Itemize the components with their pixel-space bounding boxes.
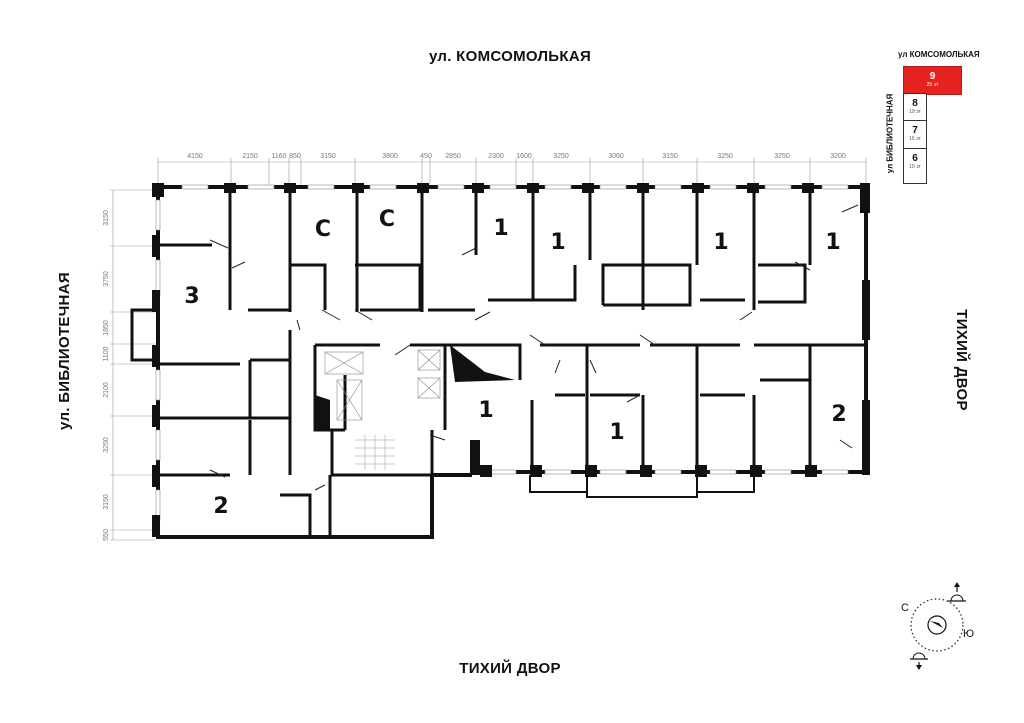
svg-text:1850: 1850 bbox=[103, 320, 110, 336]
room-label: 3 bbox=[184, 284, 199, 309]
svg-text:3150: 3150 bbox=[662, 153, 678, 160]
elevator-shafts bbox=[324, 349, 441, 421]
room-label: 2 bbox=[213, 494, 228, 519]
left-dimension-line bbox=[110, 189, 155, 541]
room-label: 1 bbox=[550, 230, 565, 255]
interior-walls bbox=[158, 187, 866, 537]
core-shaft bbox=[450, 345, 515, 382]
room-labels: 3 С С 1 1 1 1 2 1 1 2 bbox=[184, 207, 846, 519]
svg-text:1100: 1100 bbox=[103, 346, 110, 361]
svg-text:2100: 2100 bbox=[103, 382, 110, 398]
room-label: 1 bbox=[825, 230, 840, 255]
svg-text:4150: 4150 bbox=[187, 153, 203, 160]
windows-bottom bbox=[489, 469, 849, 475]
street-label-top: ул. КОМСОМОЛЬКАЯ bbox=[428, 48, 592, 65]
compass-icon bbox=[910, 582, 966, 670]
section-6[interactable]: 6 10 эт bbox=[903, 148, 927, 184]
staircase bbox=[355, 435, 395, 470]
top-dimension-labels: 4150 2150 1160 850 3150 3800 450 2850 23… bbox=[187, 153, 846, 160]
svg-text:850: 850 bbox=[289, 153, 301, 160]
bay-window bbox=[130, 308, 158, 362]
section-7[interactable]: 7 16 эт bbox=[903, 120, 927, 150]
svg-text:3150: 3150 bbox=[320, 153, 336, 160]
top-dimension-line bbox=[157, 158, 867, 185]
core-block-left bbox=[315, 395, 330, 430]
room-label: 1 bbox=[713, 230, 728, 255]
svg-text:3800: 3800 bbox=[382, 153, 398, 160]
balconies bbox=[529, 475, 755, 498]
key-street-top: ул КОМСОМОЛЬКАЯ bbox=[898, 50, 980, 59]
key-plan: ул КОМСОМОЛЬКАЯ ул БИБЛИОТЕЧНАЯ 9 25 эт … bbox=[870, 44, 1000, 194]
compass-south-label: Ю bbox=[963, 628, 975, 640]
svg-text:3250: 3250 bbox=[774, 153, 790, 160]
svg-text:3150: 3150 bbox=[103, 210, 110, 226]
room-label: С bbox=[379, 207, 395, 232]
windows-top bbox=[181, 184, 849, 190]
room-label: С bbox=[315, 217, 331, 242]
section-9[interactable]: 9 25 эт bbox=[903, 66, 962, 95]
svg-text:2850: 2850 bbox=[445, 153, 461, 160]
svg-text:450: 450 bbox=[420, 153, 432, 160]
svg-text:1600: 1600 bbox=[516, 153, 532, 160]
svg-text:550: 550 bbox=[103, 529, 110, 541]
street-label-bottom: ТИХИЙ ДВОР bbox=[459, 660, 561, 677]
key-street-left: ул БИБЛИОТЕЧНАЯ bbox=[885, 93, 895, 174]
svg-text:3150: 3150 bbox=[103, 494, 110, 510]
room-label: 1 bbox=[493, 216, 508, 241]
svg-text:3250: 3250 bbox=[103, 437, 110, 453]
svg-text:2150: 2150 bbox=[242, 153, 258, 160]
svg-text:3060: 3060 bbox=[608, 153, 624, 160]
door-swings bbox=[209, 204, 859, 491]
room-label: 1 bbox=[478, 398, 493, 423]
svg-text:1160: 1160 bbox=[271, 153, 286, 160]
svg-text:3250: 3250 bbox=[553, 153, 569, 160]
compass: С Ю bbox=[895, 580, 985, 670]
room-label: 1 bbox=[609, 420, 624, 445]
svg-text:3750: 3750 bbox=[103, 271, 110, 287]
svg-text:2300: 2300 bbox=[488, 153, 504, 160]
compass-north-label: С bbox=[901, 602, 909, 614]
svg-text:3250: 3250 bbox=[717, 153, 733, 160]
exterior-walls bbox=[156, 185, 868, 539]
svg-text:3200: 3200 bbox=[830, 153, 846, 160]
room-label: 2 bbox=[831, 402, 846, 427]
section-8[interactable]: 8 19 эт bbox=[903, 93, 927, 122]
left-dimension-labels: 3150 3750 1850 1100 2100 3250 3150 550 bbox=[103, 210, 110, 541]
